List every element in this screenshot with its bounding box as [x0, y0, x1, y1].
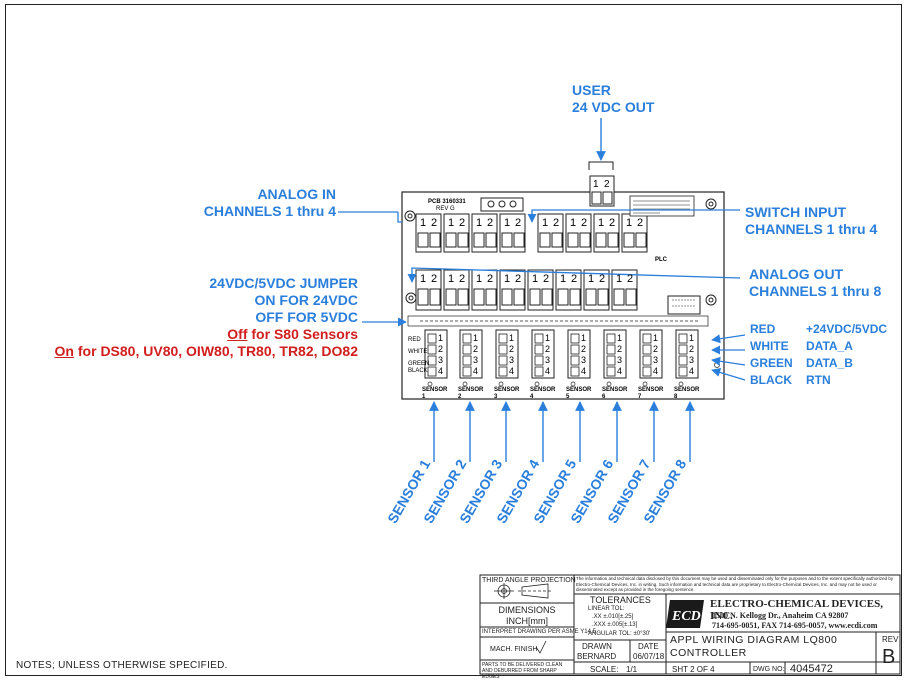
user-label: USER 24 VDC OUT — [572, 82, 654, 116]
analog-in-label: ANALOG IN CHANNELS 1 thru 4 — [190, 186, 336, 220]
dwg-label: DWG NO: — [753, 666, 785, 673]
wire-row: RED+24VDC/5VDC — [750, 322, 888, 336]
units-label: INCH[mm] — [506, 616, 548, 626]
switch-in-line1: SWITCH INPUT — [745, 204, 847, 220]
disclaimer: The information and technical data discl… — [576, 576, 894, 592]
title-block-lines — [479, 574, 901, 675]
analog-out-line2: CHANNELS 1 thru 8 — [749, 283, 882, 299]
analog-in-line2: CHANNELS 1 thru 4 — [203, 203, 336, 219]
analog-in-terminals — [415, 213, 526, 253]
switch-in-line2: CHANNELS 1 thru 4 — [745, 221, 878, 237]
sheet-number: SHT 2 OF 4 — [672, 665, 715, 674]
date-header: DATE — [638, 642, 659, 651]
interpret-label: INTERPRET DRAWING PER ASME Y14.5 — [482, 629, 596, 635]
tol-xx: .XX ±.010[±.25] — [592, 614, 634, 620]
mounting-holes — [404, 198, 717, 306]
pcb-rev: REV G — [436, 206, 455, 212]
drawn-header: DRAWN — [582, 642, 612, 651]
rev-label: REV — [882, 635, 899, 644]
drawing-frame — [5, 4, 902, 676]
deliver-note: PARTS TO BE DELIVERED CLEAN AND DEBURRED… — [482, 662, 563, 680]
on-word: On — [54, 343, 74, 359]
company-name: ELECTRO-CHEMICAL DEVICES, INC. — [710, 598, 883, 622]
off-note: Off for S80 Sensors — [4, 326, 358, 343]
board-wire-tags: RED WHITE GREEN BLACK — [408, 337, 430, 374]
notes: NOTES; UNLESS OTHERWISE SPECIFIED. — [16, 660, 228, 671]
sensor-arrows — [429, 401, 695, 462]
jumper-line2: ON FOR 24VDC — [254, 292, 358, 308]
plc-label: PLC — [655, 257, 667, 263]
pointer-lines — [338, 209, 746, 381]
projection-symbol — [494, 583, 552, 599]
tolerances-label: TOLERANCES — [590, 595, 651, 605]
drawn-by: BERNARD — [577, 652, 617, 661]
off-rest: for S80 Sensors — [247, 326, 358, 342]
scale-label: SCALE: — [590, 665, 619, 674]
analog-out-label: ANALOG OUT CHANNELS 1 thru 8 — [749, 266, 881, 300]
analog-out-terminals — [415, 269, 638, 311]
drawing-title-line2: CONTROLLER — [670, 647, 747, 659]
tol-xxx: .XXX ±.005[±.13] — [592, 622, 638, 628]
mach-finish-label: MACH. FINISH — [490, 646, 538, 653]
dimensions-label: DIMENSIONS — [498, 605, 556, 615]
svg-text:ECD: ECD — [671, 609, 701, 624]
projection-label: THIRD ANGLE PROJECTION — [482, 577, 576, 584]
scale-value: 1/1 — [626, 665, 638, 674]
linear-tol: LINEAR TOL: — [588, 606, 625, 612]
drawing-title-line1: APPL WIRING DIAGRAM LQ800 — [670, 634, 838, 646]
user-label-line1: USER — [572, 82, 611, 98]
ecd-logo: ECD — [666, 600, 704, 628]
jumper-line3: OFF FOR 5VDC — [255, 309, 358, 325]
company-address: 1500 N. Kellogg Dr., Anaheim CA 92807 — [712, 611, 849, 620]
user-bracket — [588, 161, 614, 170]
pcb-label: PCB 3160331 — [428, 199, 466, 205]
jumper-strip — [407, 315, 709, 327]
analog-out-line1: ANALOG OUT — [749, 266, 844, 282]
sensor-connector-slots — [427, 333, 688, 377]
analog-in-line1: ANALOG IN — [257, 186, 336, 202]
switch-input-label: SWITCH INPUT CHANNELS 1 thru 4 — [745, 204, 877, 238]
user-label-line2: 24 VDC OUT — [572, 99, 655, 115]
dwg-number: 4045472 — [790, 663, 833, 675]
rev-value: B — [882, 646, 896, 668]
user-terminal — [589, 175, 615, 207]
jumper-label: 24VDC/5VDC JUMPER ON FOR 24VDC OFF FOR 5… — [4, 275, 358, 360]
switch-in-terminals — [537, 213, 648, 253]
angular-tol: ANGULAR TOL: ±0°30' — [588, 631, 651, 637]
on-note: On for DS80, UV80, OIW80, TR80, TR82, DO… — [4, 343, 358, 360]
off-word: Off — [227, 326, 248, 342]
company-phone: 714-695-0051, FAX 714-695-0057, www.ecdi… — [712, 621, 878, 630]
drawn-date: 06/07/18 — [633, 652, 665, 661]
jumper-line1: 24VDC/5VDC JUMPER — [209, 275, 358, 291]
on-rest: for DS80, UV80, OIW80, TR80, TR82, DO82 — [74, 343, 358, 359]
